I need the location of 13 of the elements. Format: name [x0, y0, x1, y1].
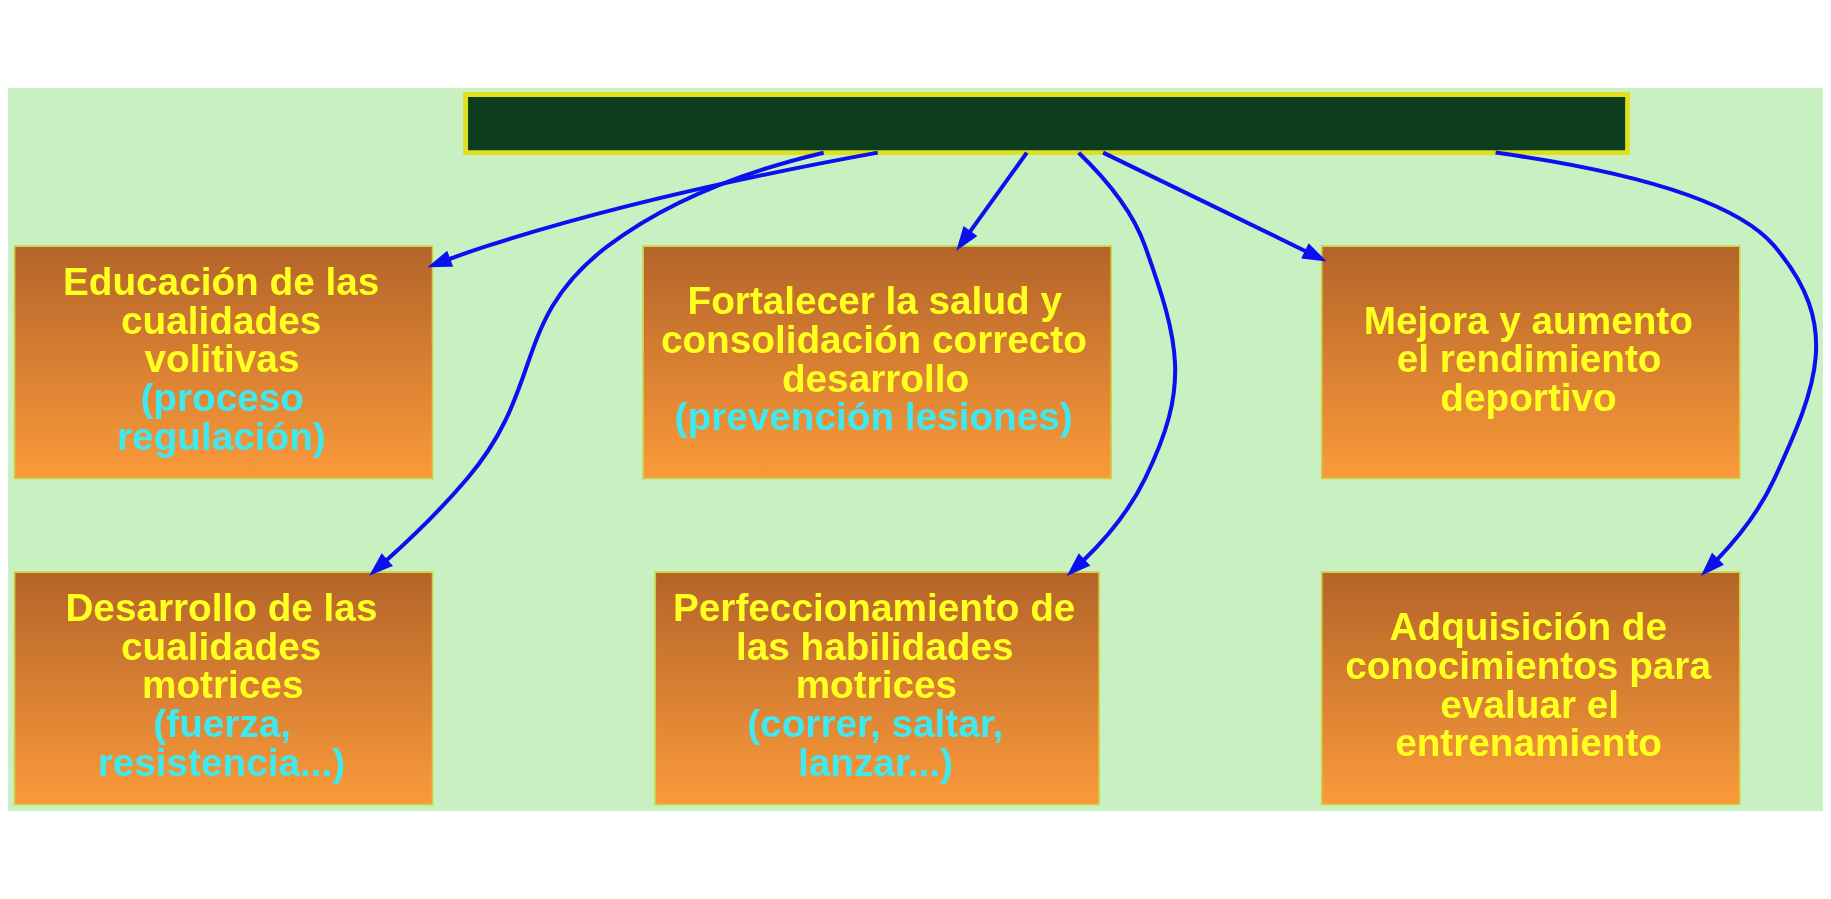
- arrow: [1495, 150, 1818, 576]
- node-box: Perfeccionamiento de las habilidades motrices (correr, saltar, lanzar...): [654, 571, 1100, 806]
- arrow: [1102, 150, 1327, 262]
- node-box: Educación de las cualidades volitivas (proceso regulación): [13, 245, 434, 480]
- node-box: Mejora y aumento el rendimiento deportivo: [1320, 245, 1741, 480]
- node-box: Desarrollo de las cualidades motrices (fuerza, resistencia...): [13, 571, 434, 806]
- arrow: [427, 150, 879, 268]
- arrow: [1066, 151, 1178, 576]
- node-box: Fortalecer la salud y consolidación correcto desarrollo (prevención lesiones): [642, 245, 1112, 480]
- arrow: [956, 151, 1029, 251]
- node-box: Adquisición de conocimientos para evaluar el entrenamiento: [1320, 571, 1741, 806]
- arrow: [369, 150, 825, 576]
- node-box: [463, 92, 1630, 155]
